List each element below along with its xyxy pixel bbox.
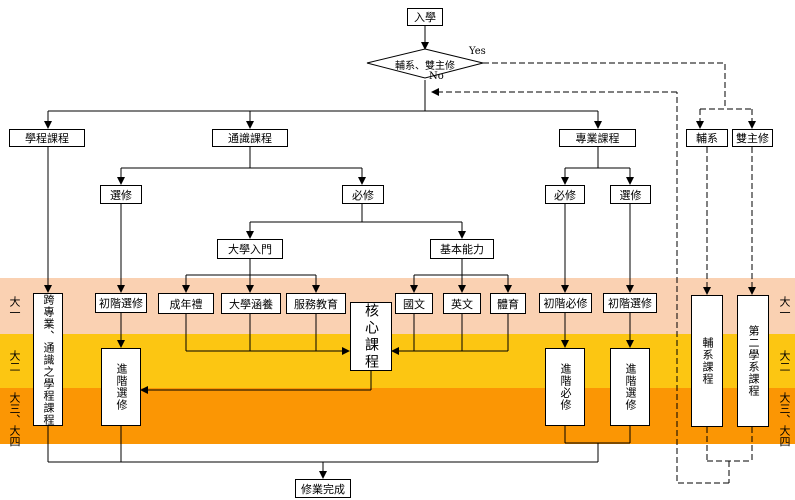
gen-beginner-elective-box: 初階選修 <box>95 293 147 313</box>
major-advanced-required-box: 進階必修 <box>545 348 585 426</box>
major-advanced-required-label: 進階必修 <box>559 363 572 411</box>
major-course-box: 專業課程 <box>559 129 636 147</box>
major-elective-box: 選修 <box>610 185 651 204</box>
basic-ability-box: 基本能力 <box>430 239 494 259</box>
core-course-label: 核心課程 <box>363 302 379 371</box>
minor-course-label: 輔系課程 <box>701 337 714 385</box>
cross-program-box: 跨專業、通識之學程課程 <box>33 293 63 426</box>
major-advanced-elective-box: 進階選修 <box>610 348 650 426</box>
minor-box: 輔系 <box>686 129 728 147</box>
major-advanced-elective-label: 進階選修 <box>624 363 637 411</box>
double-major-course-label: 第二學系課程 <box>747 325 760 397</box>
enroll-box: 入學 <box>407 8 443 26</box>
gen-advanced-elective-label: 進階選修 <box>115 363 128 411</box>
major-beginner-elective-box: 初階選修 <box>603 293 657 313</box>
graduation-box: 修業完成 <box>295 479 351 498</box>
english-box: 英文 <box>443 293 481 314</box>
year2-label-left: 大二 <box>8 350 21 372</box>
uni-edu-box: 大學涵養 <box>221 293 281 314</box>
yes-label: Yes <box>469 46 486 57</box>
year34-label-right: 大三、大四 <box>778 392 791 447</box>
service-edu-box: 服務教育 <box>286 293 346 314</box>
year2-label-right: 大二 <box>778 350 791 372</box>
major-required-box: 必修 <box>545 185 585 204</box>
major-beginner-required-box: 初階必修 <box>539 293 592 313</box>
year1-label-right: 大一 <box>778 296 791 318</box>
uni-intro-box: 大學入門 <box>217 239 283 259</box>
year1-label-left: 大一 <box>8 296 21 318</box>
double-major-course-box: 第二學系課程 <box>737 295 769 427</box>
minor-course-box: 輔系課程 <box>691 295 723 427</box>
cross-program-label: 跨專業、通識之學程課程 <box>42 293 55 426</box>
core-course-box: 核心課程 <box>350 302 392 371</box>
program-course-box: 學程課程 <box>9 129 85 147</box>
general-course-box: 通識課程 <box>212 129 288 147</box>
decision-diamond <box>366 48 484 79</box>
year34-label-left: 大三、大四 <box>8 392 21 447</box>
gen-advanced-elective-box: 進階選修 <box>101 348 141 426</box>
gen-elective-box: 選修 <box>100 185 142 204</box>
pe-box: 體育 <box>490 293 526 314</box>
gen-required-box: 必修 <box>342 185 384 204</box>
adult-rite-box: 成年禮 <box>158 293 214 314</box>
no-label: No <box>429 71 444 82</box>
chinese-box: 國文 <box>395 293 433 314</box>
decision-label: 輔系、雙主修 <box>395 61 455 72</box>
double-major-box: 雙主修 <box>732 129 773 147</box>
